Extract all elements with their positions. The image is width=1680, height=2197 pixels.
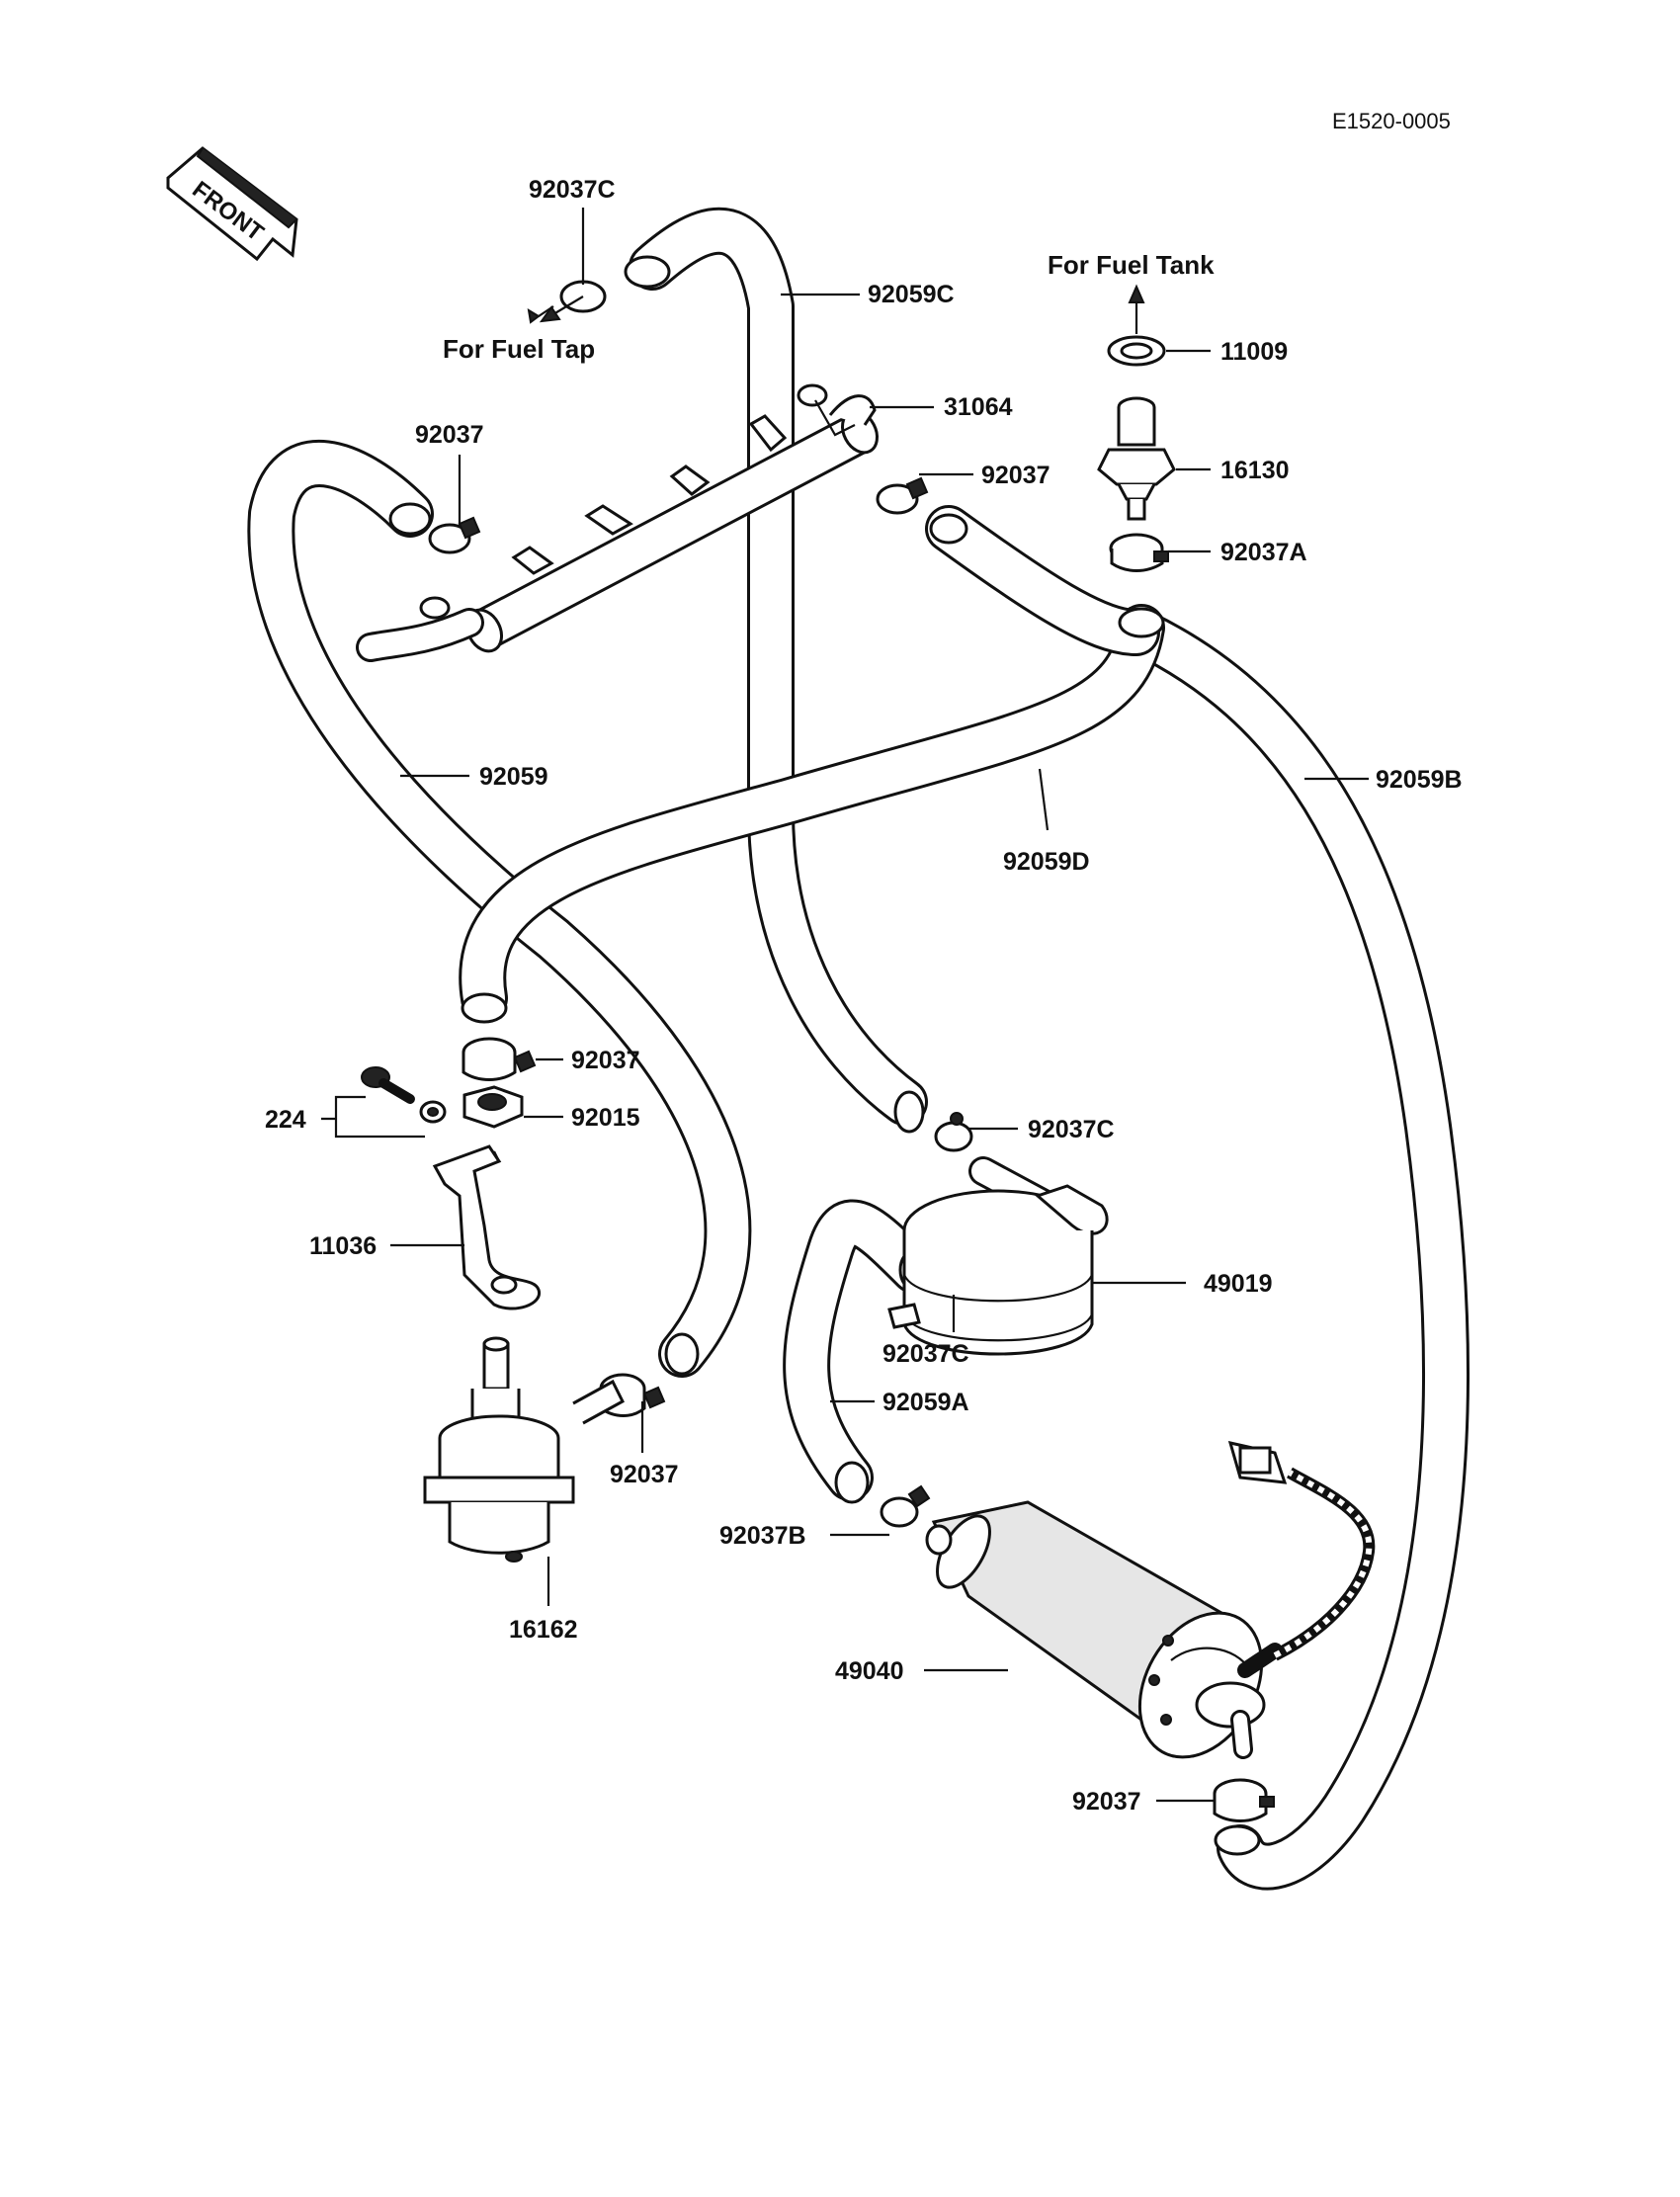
front-arrow-badge: FRONT <box>166 146 298 262</box>
leader-lines <box>321 208 1369 1803</box>
label-11009: 11009 <box>1220 338 1288 366</box>
clamp-92037C-top <box>527 280 607 324</box>
hose-92059 <box>247 440 752 1378</box>
label-92037-rail-left: 92037 <box>415 421 484 449</box>
label-92037-pump: 92037 <box>1072 1788 1141 1816</box>
clamp-92037-pump <box>1213 1778 1275 1822</box>
bracket-11036 <box>432 1144 541 1310</box>
diagram-code: E1520-0005 <box>1332 109 1451 133</box>
clamp-92037A <box>1109 533 1169 572</box>
clamp-92037C-mid <box>934 1112 973 1152</box>
clamp-92037-rail-left <box>428 516 481 554</box>
fuel-delivery-pipe <box>356 383 880 662</box>
note-fuel-tank: For Fuel Tank <box>1048 250 1215 280</box>
clamp-92037-rail-right <box>876 476 929 515</box>
fuel-pump-49040 <box>925 1500 1283 1759</box>
pressure-regulator-16162 <box>423 1336 625 1563</box>
clamp-92037-mid <box>462 1037 537 1081</box>
label-49019: 49019 <box>1204 1270 1273 1298</box>
label-92037C-low: 92037C <box>882 1340 969 1368</box>
note-fuel-tap: For Fuel Tap <box>443 334 595 364</box>
pump-wire-harness <box>1227 1440 1376 1661</box>
hose-92059A <box>783 1199 938 1501</box>
label-92059D: 92059D <box>1003 848 1090 876</box>
bolt-224 <box>361 1066 415 1104</box>
label-92059A: 92059A <box>882 1389 969 1416</box>
hose-92059-rail-outlet <box>925 505 1160 656</box>
label-92059: 92059 <box>479 763 548 791</box>
fuel-tap-arrow-icon <box>552 296 584 315</box>
label-92037C-top: 92037C <box>529 176 616 204</box>
label-31064: 31064 <box>944 393 1013 421</box>
label-92015: 92015 <box>571 1104 640 1132</box>
label-92059C: 92059C <box>868 281 955 308</box>
clamp-92037B <box>880 1484 931 1528</box>
nut-92015 <box>462 1085 524 1129</box>
label-92037B: 92037B <box>719 1522 806 1550</box>
label-92037A: 92037A <box>1220 539 1307 566</box>
fuel-filter-49019 <box>887 1156 1109 1356</box>
label-11036: 11036 <box>309 1232 377 1260</box>
hose-92059D <box>459 604 1165 1022</box>
label-49040: 49040 <box>835 1657 904 1685</box>
label-16130: 16130 <box>1220 457 1290 484</box>
label-92037-rail-right: 92037 <box>981 462 1050 489</box>
washer-11009 <box>1107 335 1166 367</box>
label-16162: 16162 <box>509 1616 578 1644</box>
fitting-16130 <box>1097 396 1176 521</box>
label-92037C-mid: 92037C <box>1028 1116 1115 1143</box>
label-92037-regulator: 92037 <box>610 1461 679 1488</box>
label-224: 224 <box>265 1106 306 1134</box>
hose-92059C <box>629 207 928 1126</box>
label-92059B: 92059B <box>1376 766 1463 794</box>
hose-92059B <box>1118 609 1470 1891</box>
label-92037-mid: 92037 <box>571 1047 640 1074</box>
washer-224 <box>419 1100 447 1124</box>
